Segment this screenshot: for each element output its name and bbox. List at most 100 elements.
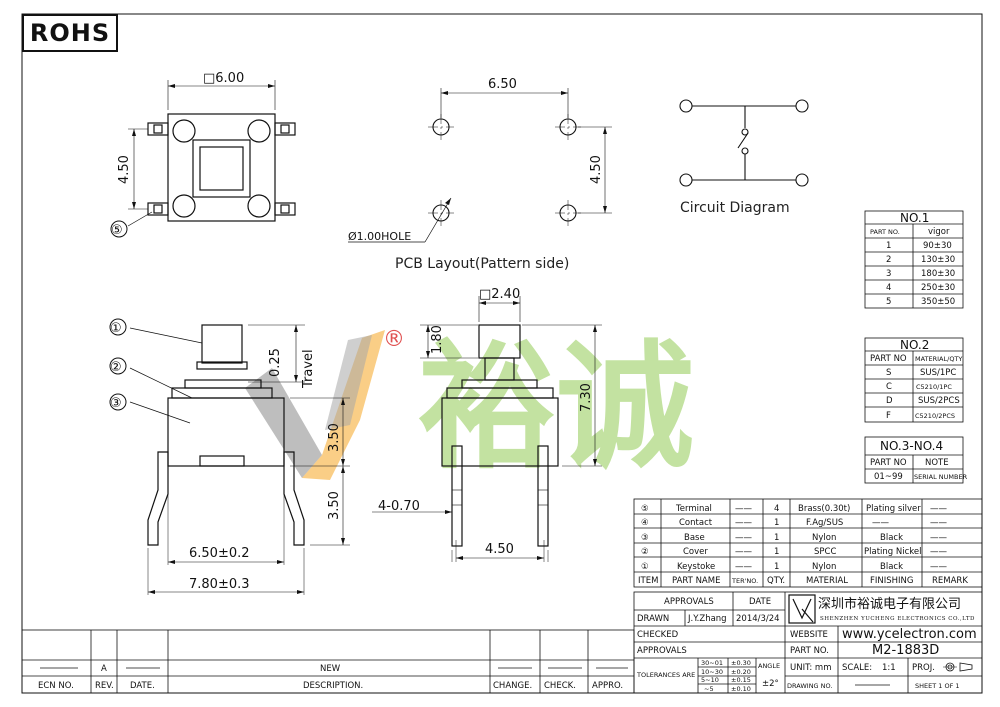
pcb-width-dim: 6.50 — [488, 77, 517, 92]
rohs-label: ROHS — [22, 14, 118, 52]
bom-remark: —— — [930, 533, 948, 543]
drawn-by: J.Y.Zhang — [687, 614, 727, 624]
bom-ter: —— — [735, 562, 753, 572]
revision-header: APPRO. — [592, 681, 623, 691]
callout-3: ③ — [110, 396, 122, 411]
company-en: SHENZHEN YUCHENG ELECTRONICS CO.,LTD — [820, 616, 975, 622]
no34-header: NOTE — [925, 458, 949, 468]
tol-range: ~5 — [704, 685, 714, 693]
no1-header: PART NO. — [870, 228, 900, 236]
bom-material: F.Ag/SUS — [806, 518, 843, 528]
bom-remark: —— — [930, 518, 948, 528]
bom-material: Nylon — [812, 533, 836, 543]
top-view-corner-circle — [247, 119, 271, 143]
no1-cell: 2 — [886, 255, 891, 265]
scale-label: SCALE: — [842, 663, 872, 673]
no2-title: NO.2 — [900, 338, 929, 352]
no1-header: vigor — [928, 227, 950, 237]
revision-header: REV. — [95, 681, 114, 691]
top-view-square-dim: □6.00 — [203, 71, 244, 86]
bom-finishing: Black — [880, 562, 903, 572]
no34-table — [864, 436, 964, 484]
pin-pitch-dim: 4.50 — [485, 542, 514, 557]
bom-finishing: —— — [872, 518, 890, 528]
bom-header: REMARK — [932, 576, 968, 586]
no2-cell: C — [886, 382, 892, 392]
no2-header: PART NO — [870, 354, 907, 364]
pcb-height-dim: 4.50 — [589, 155, 604, 184]
website[interactable]: www.ycelectron.com — [842, 627, 977, 642]
travel-value: 0.25 — [268, 348, 283, 377]
circuit-title: Circuit Diagram — [680, 200, 790, 216]
no1-cell: 4 — [886, 283, 891, 293]
bom-table — [633, 498, 983, 588]
bom-part-name: Terminal — [675, 504, 712, 514]
no1-cell: 250±30 — [921, 283, 955, 293]
approvals-label: APPROVALS — [664, 597, 714, 607]
no2-cell: SUS/1PC — [920, 368, 956, 378]
bom-qty: 1 — [774, 518, 779, 528]
no1-cell: 3 — [886, 269, 891, 279]
no2-cell: F — [886, 411, 891, 421]
no1-cell: 180±30 — [921, 269, 955, 279]
bom-header: FINISHING — [870, 576, 914, 586]
no2-table — [864, 337, 964, 423]
tolerances-label: TOLERANCES ARE — [636, 671, 695, 679]
bom-part-name: Base — [684, 533, 705, 543]
bom-ter: —— — [735, 547, 753, 557]
bom-header: MATERIAL — [806, 576, 848, 586]
proj-label: PROJ. — [912, 663, 935, 673]
tol-value: ±0.30 — [731, 659, 751, 667]
part-no: M2-1883D — [872, 643, 939, 658]
top-view — [127, 80, 296, 227]
callout-circle-2 — [109, 357, 127, 375]
bom-header: PART NAME — [672, 576, 720, 586]
no34-cell: SERIAL NUMBER — [914, 473, 968, 481]
front-view — [372, 296, 602, 562]
terminal-callout: ⑤ — [111, 223, 123, 238]
bom-header: ITEM — [638, 576, 658, 586]
company-cn: 深圳市裕诚电子有限公司 — [818, 596, 961, 612]
top-view-terminal — [274, 202, 296, 216]
revision-header: DESCRIPTION. — [303, 681, 363, 691]
bom-material: SPCC — [814, 547, 836, 557]
no1-title: NO.1 — [900, 211, 929, 225]
no34-header: PART NO — [870, 458, 907, 468]
callout-circle-1 — [109, 318, 127, 336]
top-view-stem-inner — [199, 146, 244, 191]
revision-header: DATE. — [130, 681, 155, 691]
top-view-corner-circle — [247, 194, 271, 218]
top-view-corner-circle — [172, 119, 196, 143]
terminal-callout-circle — [110, 220, 128, 238]
pin-width-dim: 4-0.70 — [378, 499, 420, 514]
pcb-hole-dim: Ø1.00HOLE — [348, 230, 411, 243]
total-height-dim: 7.30 — [579, 383, 594, 412]
no1-cell: 1 — [886, 241, 891, 251]
watermark-registered: ® — [383, 327, 405, 352]
watermark-v-gray2 — [325, 335, 372, 430]
callout-2: ② — [110, 360, 122, 375]
revision-description: NEW — [320, 664, 341, 674]
bom-qty: 1 — [774, 562, 779, 572]
bom-qty: 4 — [774, 504, 779, 514]
angle-label: ANGLE — [758, 662, 780, 670]
top-view-corner-circle — [172, 194, 196, 218]
bom-item: ③ — [641, 533, 649, 543]
no1-table — [864, 210, 964, 309]
bom-item: ② — [641, 547, 649, 557]
bom-part-name: Cover — [683, 547, 708, 557]
travel-label: Travel — [301, 349, 316, 389]
side-view — [129, 324, 350, 595]
bom-item: ④ — [641, 518, 649, 528]
no1-cell: 350±50 — [921, 297, 955, 307]
pcb-layout — [348, 88, 612, 243]
sheet: SHEET 1 OF 1 — [915, 682, 960, 690]
stem-dim: □2.40 — [479, 287, 520, 302]
no2-cell: S — [886, 368, 891, 378]
bom-part-name: Contact — [679, 518, 713, 528]
angle-value: ±2° — [762, 679, 779, 689]
callout-1: ① — [110, 321, 122, 336]
revision-rev: A — [101, 664, 107, 674]
unit: UNIT: mm — [790, 663, 831, 673]
